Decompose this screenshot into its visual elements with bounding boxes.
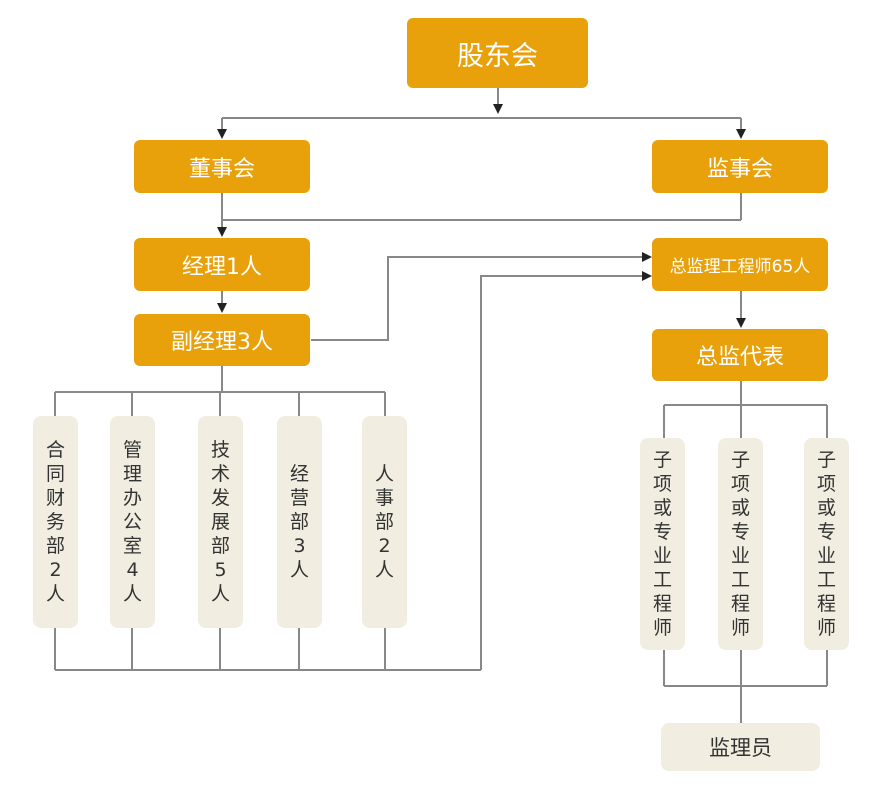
label-char: 人 <box>45 583 65 605</box>
label-char: 项 <box>652 473 672 495</box>
label-char: 2 <box>49 559 62 581</box>
label-char: 同 <box>45 463 65 485</box>
label-char: 人 <box>210 583 230 605</box>
label-char: 项 <box>816 473 836 495</box>
chief-engineer-label: 总监理工程师65人 <box>669 257 811 277</box>
label-char: 办 <box>122 487 142 509</box>
label-char: 业 <box>652 545 672 567</box>
label-char: 人 <box>374 559 394 581</box>
label-char: 子 <box>816 449 836 471</box>
engineer-node: 子项或专业工程师 <box>804 438 849 650</box>
label-char: 人 <box>122 583 142 605</box>
label-char: 5 <box>214 559 227 581</box>
label-char: 师 <box>730 617 750 639</box>
label-char: 业 <box>730 545 750 567</box>
supervisors-label: 监事会 <box>706 156 773 182</box>
label-char: 或 <box>652 497 672 519</box>
engineer-label: 子项或专业工程师 <box>731 448 750 640</box>
label-char: 程 <box>730 593 750 615</box>
inspector-label: 监理员 <box>709 736 772 760</box>
label-char: 部 <box>289 511 309 533</box>
engineer-label: 子项或专业工程师 <box>653 448 672 640</box>
label-char: 3 <box>293 535 306 557</box>
label-char: 专 <box>652 521 672 543</box>
label-char: 术 <box>210 463 230 485</box>
manager-label: 经理1人 <box>182 254 262 280</box>
label-char: 管 <box>122 439 142 461</box>
label-char: 展 <box>210 511 230 533</box>
label-char: 营 <box>289 487 309 509</box>
label-char: 子 <box>730 449 750 471</box>
label-char: 财 <box>45 487 65 509</box>
label-char: 技 <box>210 439 230 461</box>
label-char: 公 <box>122 511 142 533</box>
label-char: 专 <box>816 521 836 543</box>
label-char: 业 <box>816 545 836 567</box>
label-char: 合 <box>45 439 65 461</box>
label-char: 工 <box>652 569 672 591</box>
label-char: 工 <box>816 569 836 591</box>
label-char: 程 <box>652 593 672 615</box>
label-char: 发 <box>210 487 230 509</box>
label-char: 经 <box>289 463 309 485</box>
deputy-manager-label: 副经理3人 <box>171 330 273 355</box>
label-char: 师 <box>652 617 672 639</box>
label-char: 部 <box>210 535 230 557</box>
board-label: 董事会 <box>188 156 255 182</box>
engineer-label: 子项或专业工程师 <box>817 448 836 640</box>
chief-rep-label: 总监代表 <box>695 345 784 370</box>
shareholders-label: 股东会 <box>457 40 538 72</box>
label-char: 子 <box>652 449 672 471</box>
shareholders-node: 股东会 <box>407 18 588 88</box>
supervisors-node: 监事会 <box>652 140 828 193</box>
chief-rep-node: 总监代表 <box>652 329 828 381</box>
label-char: 人 <box>289 559 309 581</box>
label-char: 2 <box>378 535 391 557</box>
deputy-manager-node: 副经理3人 <box>134 314 310 366</box>
label-char: 工 <box>730 569 750 591</box>
label-char: 理 <box>122 463 142 485</box>
label-char: 师 <box>816 617 836 639</box>
label-char: 事 <box>374 487 394 509</box>
inspector-node: 监理员 <box>661 723 820 771</box>
board-node: 董事会 <box>134 140 310 193</box>
label-char: 专 <box>730 521 750 543</box>
label-char: 项 <box>730 473 750 495</box>
label-char: 或 <box>730 497 750 519</box>
label-char: 程 <box>816 593 836 615</box>
manager-node: 经理1人 <box>134 238 310 291</box>
label-char: 或 <box>816 497 836 519</box>
chief-engineer-node: 总监理工程师65人 <box>652 238 828 291</box>
label-char: 部 <box>374 511 394 533</box>
engineer-node: 子项或专业工程师 <box>718 438 763 650</box>
label-char: 部 <box>45 535 65 557</box>
label-char: 人 <box>374 463 394 485</box>
label-char: 4 <box>126 559 139 581</box>
engineer-node: 子项或专业工程师 <box>640 438 685 650</box>
label-char: 室 <box>122 535 142 557</box>
label-char: 务 <box>45 511 65 533</box>
